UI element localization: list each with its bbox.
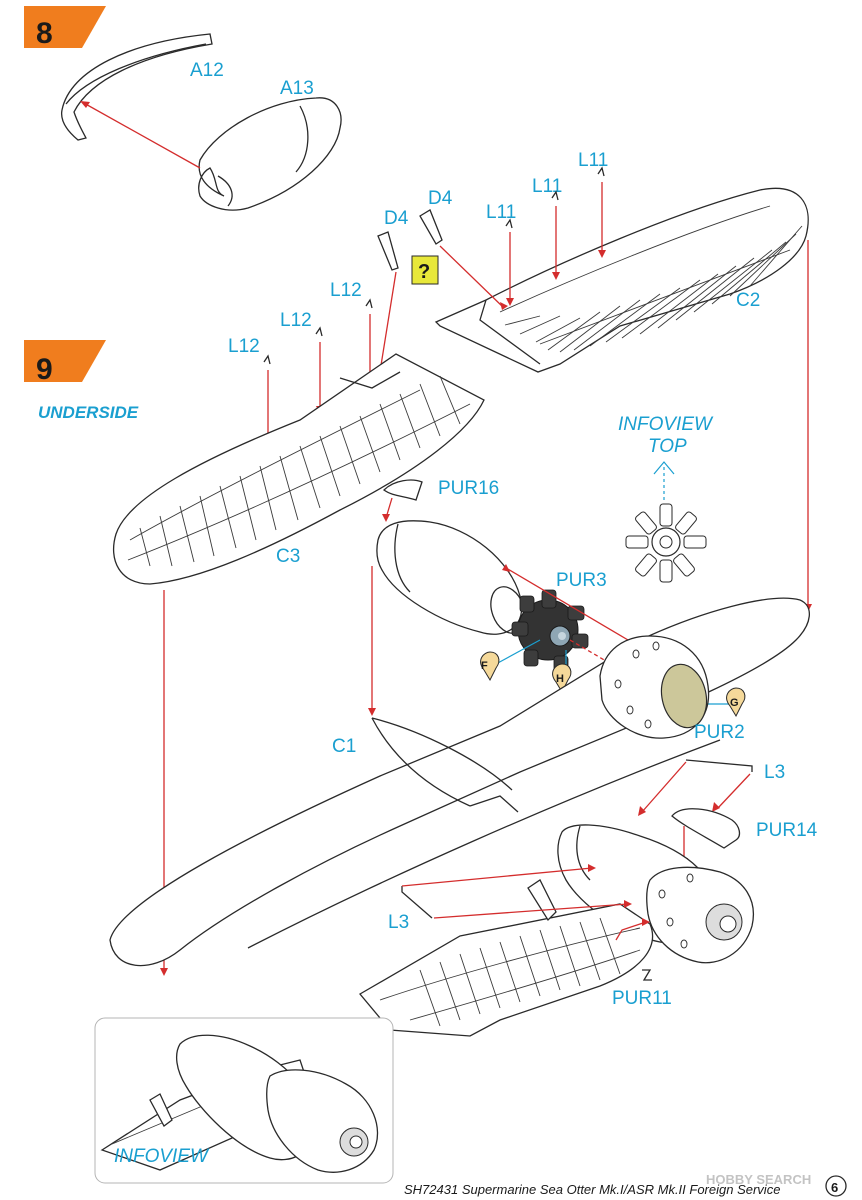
lower-wing-section [359,879,654,1037]
page-number-badge: 6 [825,1175,847,1197]
label-l11-2: L11 [532,176,562,197]
heading-underside: UNDERSIDE [38,403,139,422]
watermark: HOBBY SEARCH [706,1172,811,1187]
label-pur11: PUR11 [612,988,672,1009]
label-l12-2: L12 [280,310,312,331]
part-pur11 [642,969,652,981]
label-c2: C2 [736,290,760,311]
part-a13-shape [198,97,342,211]
part-d4-right [419,209,443,245]
label-l12-1: L12 [330,280,362,301]
arrow-nacelle-down [368,566,376,716]
part-c2-wing [434,187,809,373]
arrow-pur11 [615,918,650,941]
label-l11-3: L11 [486,202,516,223]
arrow-pur16 [382,497,393,522]
label-pur2: PUR2 [694,722,745,743]
infoview-top-engine [625,503,707,583]
label-d4-right: D4 [428,188,453,209]
label-d4-left: D4 [384,208,409,229]
part-l12-pins [263,298,373,365]
assembled-nacelle [557,824,754,964]
label-pur14: PUR14 [756,820,818,841]
part-pur16 [383,479,423,501]
arrows-l3-upper [638,761,751,816]
label-c1: C1 [332,736,356,757]
part-l3-upper [685,759,753,772]
label-l11-1: L11 [578,150,608,171]
part-c3-wing [112,353,485,585]
infoview-top-label-2: TOP [648,436,687,457]
label-l3-left: L3 [388,912,409,933]
footer-caption: SH72431 Supermarine Sea Otter Mk.I/ASR M… [404,1182,780,1197]
part-a12-shape [60,33,213,141]
marker-f-letter: F [481,660,488,672]
arrow-a12-to-a13 [80,101,201,169]
label-pur16: PUR16 [438,478,499,499]
label-l12-3: L12 [228,336,260,357]
part-pur14 [671,808,741,849]
marker-g-letter: G [730,697,739,709]
infoview-box: INFOVIEW [94,1017,394,1184]
part-pur3-engine [511,589,589,673]
part-l3-lower [401,886,433,919]
page-number: 6 [831,1180,838,1195]
infoview-top-label-1: INFOVIEW [618,414,714,435]
arrow-c2-down [804,240,812,612]
step-9-number: 9 [36,353,53,386]
step-9-tab: 9 [24,340,106,386]
arrows-l3-lower [401,864,632,919]
marker-f: F [480,639,541,682]
label-a13: A13 [280,78,314,99]
infoview-label: INFOVIEW [114,1146,210,1167]
label-a12: A12 [190,60,224,81]
marker-h-letter: H [556,673,564,685]
infoview-top-pointer [653,461,675,500]
part-d4-left [377,231,399,271]
label-l3-right: L3 [764,762,785,783]
question-marker: ? [411,255,439,285]
part-pur2-cowl [599,635,710,739]
marker-h: H [552,650,572,694]
label-c3: C3 [276,546,300,567]
step-8-tab: 8 [24,6,106,50]
arrows-l11 [506,182,606,306]
step-8-number: 8 [36,17,53,50]
question-mark: ? [418,261,430,283]
label-pur3: PUR3 [556,570,607,591]
part-l11-pins [505,166,605,229]
part-nacelle [376,520,526,635]
